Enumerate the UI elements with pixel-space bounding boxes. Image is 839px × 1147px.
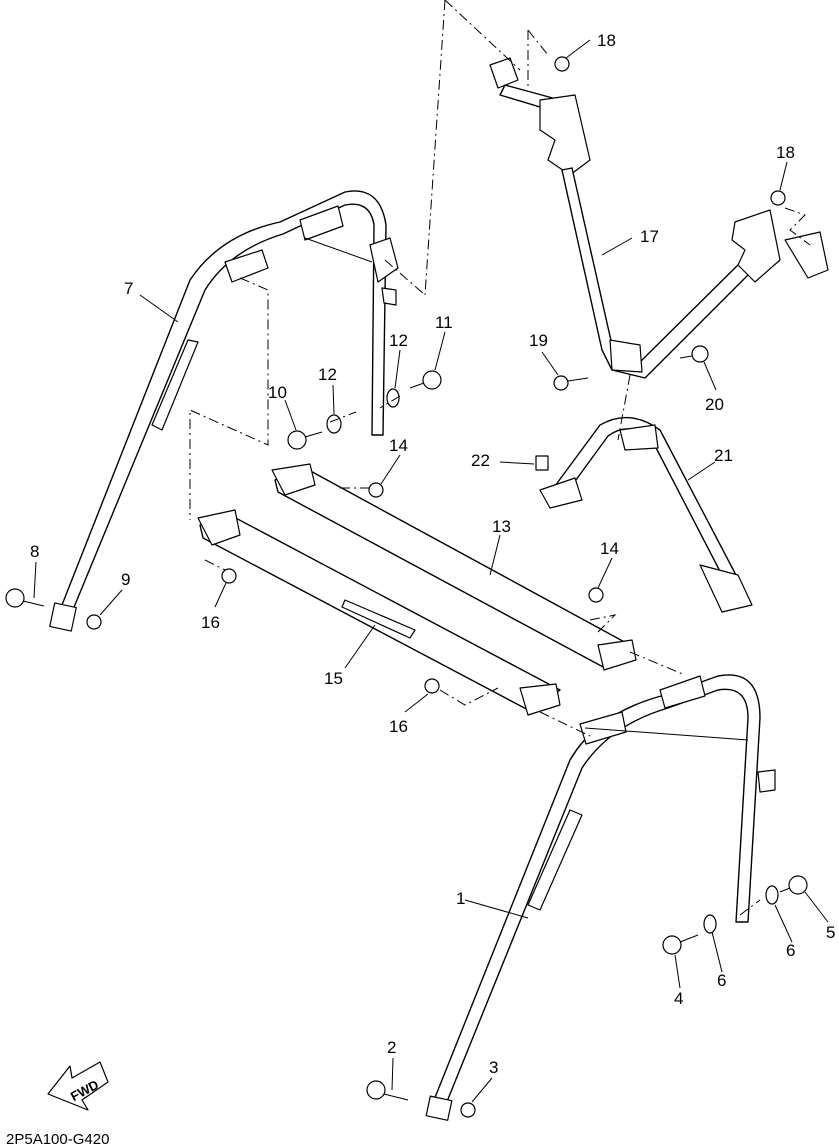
callout-5: 5 (826, 923, 835, 942)
callout-14-b: 14 (600, 539, 619, 558)
callout-4: 4 (674, 989, 683, 1008)
callout-1: 1 (456, 889, 465, 908)
callout-16-a: 16 (201, 613, 220, 632)
callout-6-a: 6 (786, 941, 795, 960)
assembly-lines (189, 0, 811, 916)
callout-15: 15 (324, 669, 343, 688)
callout-22: 22 (471, 451, 490, 470)
leader-lines (33, 39, 829, 1103)
callout-18-a: 18 (597, 31, 616, 50)
callout-11: 11 (435, 313, 453, 332)
callout-19: 19 (529, 331, 548, 350)
callout-20: 20 (705, 395, 724, 414)
callout-10: 10 (268, 383, 287, 402)
callout-16-b: 16 (389, 717, 408, 736)
callout-3: 3 (489, 1058, 498, 1077)
callout-12-a: 12 (318, 365, 337, 384)
callout-14-a: 14 (389, 436, 408, 455)
part-21-front-brace (539, 416, 753, 613)
callout-13: 13 (492, 517, 511, 536)
callout-2: 2 (387, 1038, 396, 1057)
callout-labels: 1 2 3 4 5 6 6 7 8 9 10 11 12 12 13 14 14… (30, 31, 835, 1077)
callout-8: 8 (30, 542, 39, 561)
callout-18-b: 18 (776, 143, 795, 162)
callout-21: 21 (714, 446, 733, 465)
fwd-arrow-icon: FWD (47, 1061, 109, 1111)
diagram-reference-code: 2P5A100-G420 (6, 1131, 109, 1147)
callout-12-b: 12 (389, 331, 408, 350)
callout-7: 7 (124, 279, 133, 298)
callout-6-b: 6 (717, 971, 726, 990)
part-7-rear-roll-bar (49, 190, 399, 632)
callout-9: 9 (121, 570, 130, 589)
part-17-support-stay (489, 57, 829, 379)
part-15-lower-cross-member (197, 509, 561, 716)
part-1-front-roll-bar (425, 674, 776, 1121)
callout-17: 17 (640, 227, 659, 246)
fasteners (5, 56, 808, 1118)
part-13-upper-cross-member (271, 463, 637, 671)
